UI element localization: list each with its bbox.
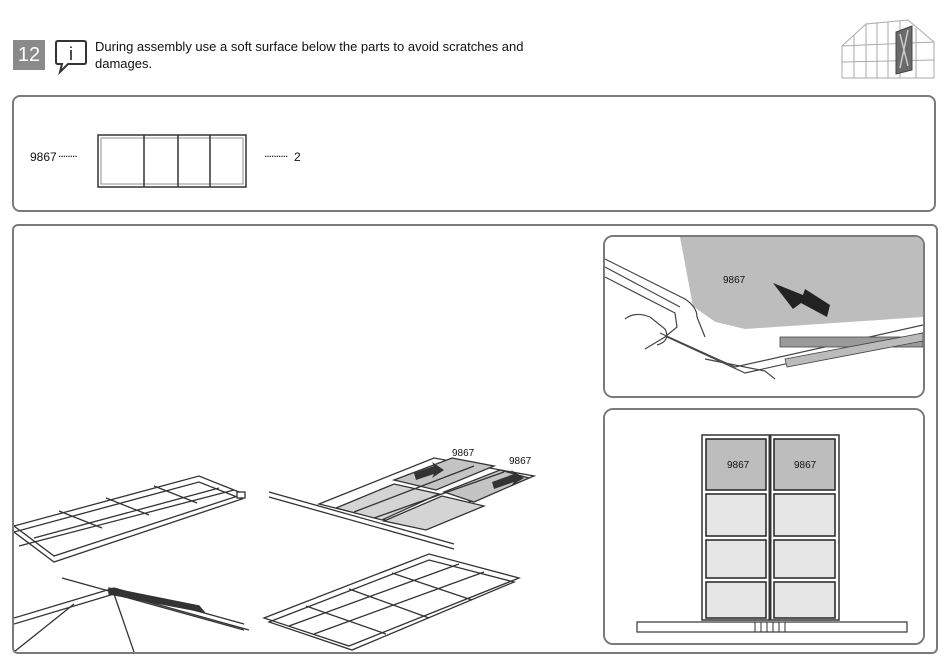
panel-label-left: 9867 <box>452 448 475 459</box>
panel-part-thumbnail <box>96 133 248 189</box>
frame-bottom-left <box>14 578 249 652</box>
parts-list-box: 9867 ........ .......... 2 <box>12 95 936 212</box>
profile-detail-drawing: 9867 <box>605 237 923 396</box>
part-code: 9867 <box>30 150 57 164</box>
profile-detail-view: 9867 <box>603 235 925 398</box>
qty-leader-dots: .......... <box>264 146 287 160</box>
frame-top-middle <box>269 458 534 549</box>
front-view-detail: 9867 9867 <box>603 408 925 645</box>
info-icon: i <box>54 38 88 76</box>
part-leader-dots: ........ <box>58 146 77 160</box>
frame-top-left <box>14 476 245 562</box>
front-pane-label-left: 9867 <box>727 460 750 471</box>
step-number-badge: 12 <box>13 40 45 70</box>
assembly-note: During assembly use a soft surface below… <box>95 38 535 72</box>
frame-bottom-middle <box>264 554 519 650</box>
greenhouse-thumbnail-icon <box>836 16 940 82</box>
front-pane-label-right: 9867 <box>794 460 817 471</box>
front-view-drawing: 9867 9867 <box>605 410 923 643</box>
part-quantity: 2 <box>294 150 301 164</box>
svg-text:i: i <box>69 44 73 64</box>
detail-panel-label: 9867 <box>723 275 746 286</box>
panel-label-right: 9867 <box>509 456 532 467</box>
